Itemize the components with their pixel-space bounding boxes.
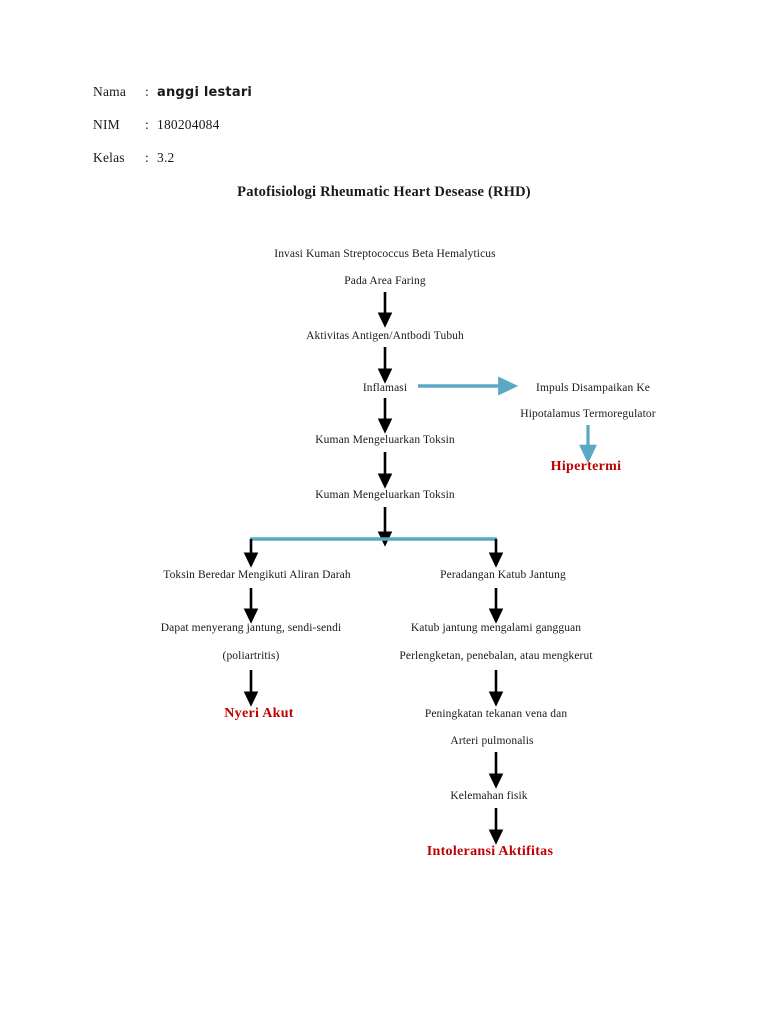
identity-row-nim: NIM : 180204084 — [93, 117, 513, 150]
identity-value-kelas: 3.2 — [157, 150, 175, 165]
page-title: Patofisiologi Rheumatic Heart Desease (R… — [237, 184, 531, 200]
node-invasi-kuman: Invasi Kuman Streptococcus Beta Hemalyti… — [274, 248, 496, 260]
identity-label-nama: Nama — [93, 84, 127, 99]
node-kelemahan-fisik: Kelemahan fisik — [450, 790, 528, 802]
identity-row-nama: Nama : anggi lestari — [93, 84, 513, 117]
node-impuls-disampaikan: Impuls Disampaikan Ke — [536, 382, 650, 394]
node-toksin-beredar: Toksin Beredar Mengikuti Aliran Darah — [163, 569, 351, 581]
node-inflamasi: Inflamasi — [362, 382, 408, 394]
identity-block: Nama : anggi lestari NIM : 180204084 Kel… — [93, 84, 513, 183]
node-peningkatan-tekanan: Peningkatan tekanan vena dan — [424, 708, 568, 720]
identity-label-nim: NIM — [93, 117, 120, 132]
node-aktivitas-antigen: Aktivitas Antigen/Antbodi Tubuh — [306, 330, 464, 342]
node-pada-area-faring: Pada Area Faring — [344, 275, 426, 287]
node-kuman-toksin-2: Kuman Mengeluarkan Toksin — [315, 489, 455, 501]
identity-row-kelas: Kelas : 3.2 — [93, 150, 513, 183]
identity-colon-kelas: : — [145, 150, 149, 165]
node-katub-gangguan: Katub jantung mengalami gangguan — [410, 622, 582, 634]
node-arteri-pulmonalis: Arteri pulmonalis — [450, 735, 534, 747]
node-hipertermi: Hipertermi — [550, 459, 622, 474]
node-perlengketan: Perlengketan, penebalan, atau mengkerut — [399, 650, 593, 662]
identity-colon-nama: : — [145, 84, 149, 99]
node-intoleransi-aktifitas: Intoleransi Aktifitas — [426, 844, 554, 859]
node-dapat-menyerang: Dapat menyerang jantung, sendi-sendi — [160, 622, 342, 634]
node-nyeri-akut: Nyeri Akut — [224, 706, 294, 721]
node-peradangan-katub: Peradangan Katub Jantung — [440, 569, 566, 581]
node-poliartritis: (poliartritis) — [222, 650, 280, 662]
identity-label-kelas: Kelas — [93, 150, 125, 165]
identity-colon-nim: : — [145, 117, 149, 132]
identity-value-nim: 180204084 — [157, 117, 220, 132]
node-kuman-toksin-1: Kuman Mengeluarkan Toksin — [315, 434, 455, 446]
node-hipotalamus-termoregulator: Hipotalamus Termoregulator — [520, 408, 656, 420]
identity-value-nama: anggi lestari — [157, 85, 253, 100]
